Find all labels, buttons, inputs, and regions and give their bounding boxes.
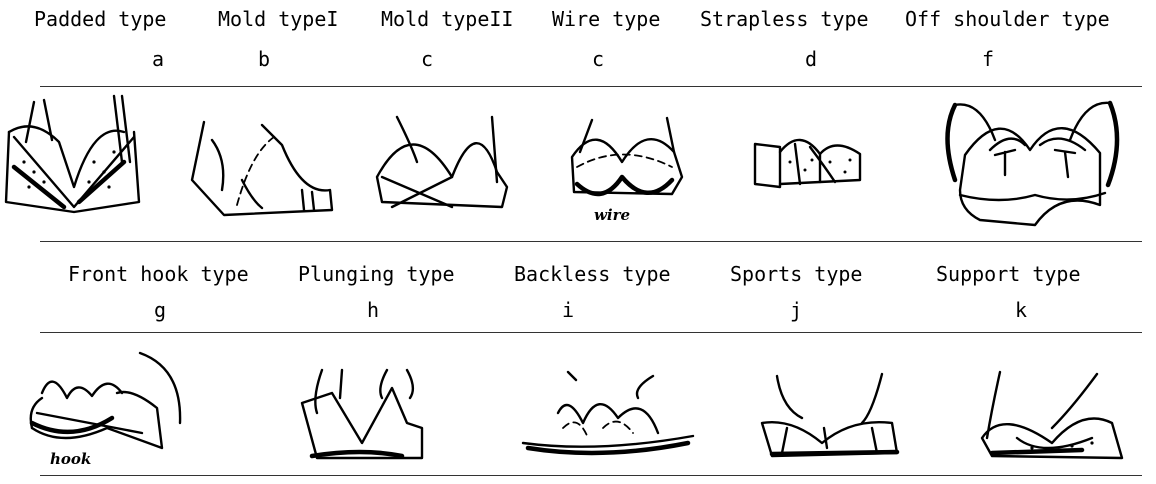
off-shoulder-bra-illustration bbox=[940, 95, 1125, 230]
title-wire-type: Wire type bbox=[552, 7, 660, 31]
title-plunging-type: Plunging type bbox=[298, 262, 455, 286]
letter-f: f bbox=[982, 47, 994, 71]
title-padded-type: Padded type bbox=[34, 7, 166, 31]
letter-k: k bbox=[1015, 298, 1027, 322]
letter-d: d bbox=[805, 47, 817, 71]
support-bra-illustration bbox=[972, 368, 1132, 468]
hook-annotation: hook bbox=[50, 450, 91, 468]
letter-i: i bbox=[562, 298, 574, 322]
divider-bottom bbox=[40, 475, 1142, 476]
backless-bra-illustration bbox=[518, 368, 698, 463]
divider-lower bbox=[40, 332, 1142, 333]
divider-middle bbox=[40, 241, 1142, 242]
plunging-bra-illustration bbox=[292, 368, 432, 468]
letter-a: a bbox=[152, 47, 164, 71]
mold-type-2-illustration bbox=[372, 112, 517, 212]
title-sports-type: Sports type bbox=[730, 262, 862, 286]
title-mold-type-1: Mold typeI bbox=[218, 7, 338, 31]
letter-c1: c bbox=[421, 47, 433, 71]
wire-annotation: wire bbox=[594, 206, 630, 224]
title-strapless-type: Strapless type bbox=[700, 7, 869, 31]
letter-h: h bbox=[367, 298, 379, 322]
letter-j: j bbox=[790, 298, 802, 322]
mold-type-1-illustration bbox=[182, 110, 342, 220]
letter-c2: c bbox=[592, 47, 604, 71]
title-mold-type-2: Mold typeII bbox=[381, 7, 513, 31]
front-hook-bra-illustration bbox=[22, 348, 192, 458]
divider-top bbox=[40, 86, 1142, 87]
padded-bra-illustration bbox=[4, 92, 144, 222]
title-off-shoulder-type: Off shoulder type bbox=[905, 7, 1110, 31]
letter-g: g bbox=[154, 298, 166, 322]
title-support-type: Support type bbox=[936, 262, 1081, 286]
letter-b: b bbox=[258, 47, 270, 71]
strapless-bra-illustration bbox=[750, 132, 870, 194]
title-backless-type: Backless type bbox=[514, 262, 671, 286]
title-front-hook-type: Front hook type bbox=[68, 262, 249, 286]
sports-bra-illustration bbox=[752, 368, 912, 468]
